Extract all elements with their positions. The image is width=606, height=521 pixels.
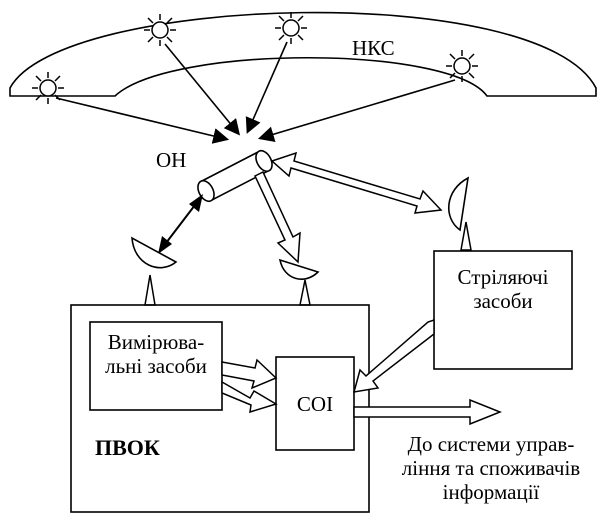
radar-link-left [165, 204, 196, 244]
signal-line [164, 43, 241, 136]
signal-line [55, 97, 230, 144]
label-destination-line1: До системи управ- [407, 432, 575, 456]
antenna-dish-icon [131, 236, 178, 306]
satellite-icon [275, 12, 307, 44]
label-shooting-line1: Стріляючі [457, 265, 549, 289]
label-destination-line2: ління та споживачів [401, 456, 581, 480]
signal-line [245, 41, 288, 134]
label-measuring-line1: Вимірюва- [107, 330, 205, 354]
label-shooting-means: Стріляючі засоби [434, 265, 572, 313]
signal-line [257, 79, 456, 142]
hollow-arrow-shooting-to-soi [352, 318, 435, 393]
hollow-arrow-measuring-to-soi [221, 358, 278, 390]
hollow-arrow-object-to-antenna [254, 170, 301, 264]
shooting-means-box [433, 250, 573, 370]
hollow-arrow-measuring-to-soi [221, 380, 278, 414]
label-measuring-line2: льні засоби [105, 354, 207, 378]
soi-box [275, 356, 355, 451]
satellite-icon [446, 50, 478, 82]
label-destination: До системи управ- ління та споживачів ін… [380, 432, 602, 504]
label-shooting-line2: засоби [473, 289, 533, 313]
label-nks: НКС [352, 36, 395, 60]
hollow-arrow-object-to-shooting [270, 151, 443, 214]
antenna-dish-icon [447, 176, 472, 251]
hollow-arrow-output [353, 398, 503, 426]
label-soi: СОІ [296, 392, 334, 416]
measuring-means-box [89, 321, 223, 411]
satellite-arc [9, 11, 597, 97]
satellite-icon [32, 72, 64, 104]
satellite-icon [144, 14, 176, 46]
label-observed-object: ОН [156, 148, 187, 172]
label-measuring-means: Вимірюва- льні засоби [90, 330, 222, 378]
label-pvok: ПВОК [95, 435, 160, 460]
label-destination-line3: інформації [442, 480, 540, 504]
antenna-dish-icon [278, 258, 320, 306]
